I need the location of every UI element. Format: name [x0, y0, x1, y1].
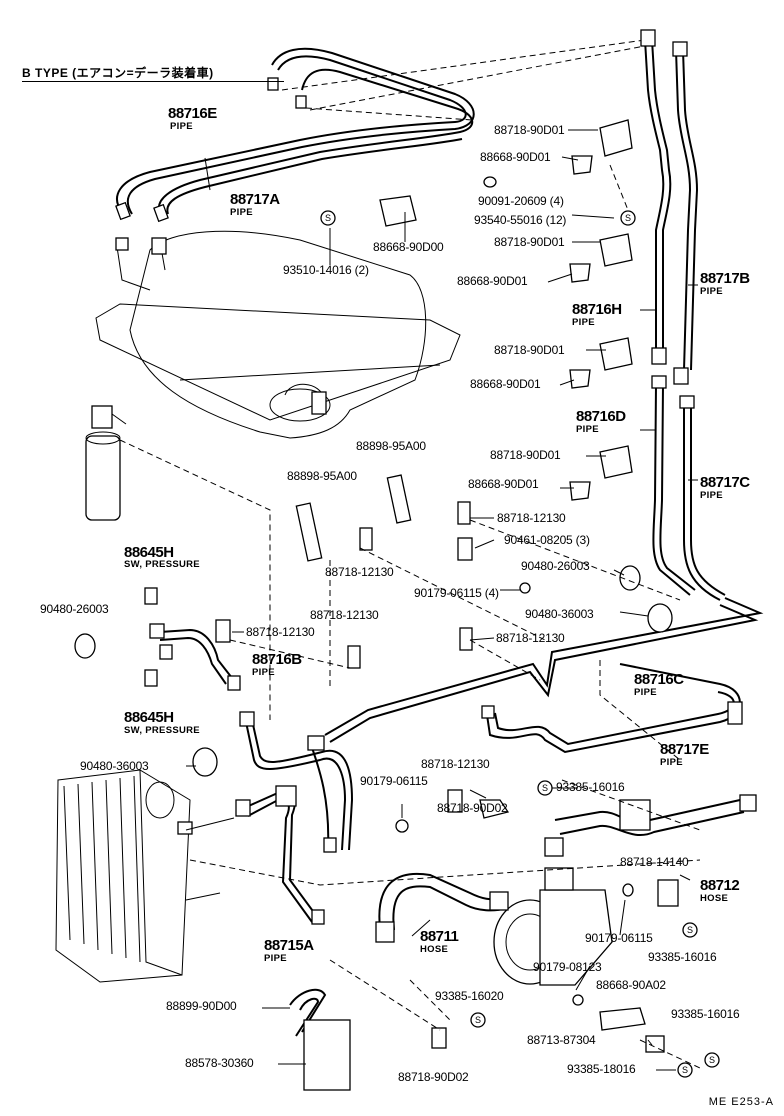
label-88717E-sub: PIPE	[660, 757, 683, 768]
pipe-88717E-drawing	[486, 663, 741, 754]
label-90179-08123: 90179-08123	[533, 960, 602, 974]
label-88645H-b-sub: SW, PRESSURE	[124, 725, 200, 736]
pipe-88716E-drawing	[116, 47, 475, 215]
pipe-88715A-drawing	[243, 790, 319, 923]
label-90091: 90091-20609 (4)	[478, 194, 564, 208]
label-88716E-sub: PIPE	[170, 121, 193, 132]
label-88578-30360: 88578-30360	[185, 1056, 254, 1070]
label-88717B-sub: PIPE	[700, 286, 723, 297]
label-88668-90D01-2: 88668-90D01	[457, 274, 528, 288]
label-88718-90D01-3: 88718-90D01	[494, 343, 565, 357]
label-88718-12130-d: 88718-12130	[246, 625, 315, 639]
label-88716E: 88716E	[168, 105, 217, 122]
symbols-s: S S S S S S S	[320, 210, 720, 1078]
label-88711: 88711	[420, 928, 459, 945]
label-88716D-sub: PIPE	[576, 424, 599, 435]
svg-text:S: S	[475, 1015, 481, 1025]
label-88899-90D00: 88899-90D00	[166, 999, 237, 1013]
label-93385-16020: 93385-16020	[435, 989, 504, 1003]
pressure-switch-lower-drawing	[144, 669, 158, 687]
label-88716D: 88716D	[576, 408, 626, 425]
diagram-code: ME E253-A	[708, 1096, 774, 1108]
pipe-center-drawing	[245, 719, 354, 851]
label-90179-06115-b: 90179-06115	[585, 931, 653, 945]
svg-text:S: S	[542, 783, 548, 793]
label-88718-12130-b: 88718-12130	[325, 565, 394, 579]
svg-text:S: S	[325, 213, 331, 223]
label-88716B-sub: PIPE	[252, 667, 275, 678]
pipe-88716B-drawing	[159, 628, 233, 685]
title-underline	[22, 81, 284, 82]
svg-text:S: S	[625, 213, 631, 223]
label-88717C-sub: PIPE	[700, 490, 723, 501]
label-88716C: 88716C	[634, 671, 684, 688]
label-88718-12130-f: 88718-12130	[421, 757, 490, 771]
pipe-88716C-drawing	[324, 597, 764, 743]
label-90480-26003-r: 90480-26003	[521, 559, 590, 573]
label-88712: 88712	[700, 877, 740, 894]
label-88718-12130-e: 88718-12130	[496, 631, 565, 645]
label-88898-95A00-b: 88898-95A00	[287, 469, 357, 483]
label-88668-90D00: 88668-90D00	[373, 240, 444, 254]
pipe-88716H-88717B-drawing	[644, 39, 699, 371]
label-88717A-sub: PIPE	[230, 207, 253, 218]
label-88718-90D01-2: 88718-90D01	[494, 235, 565, 249]
label-88715A: 88715A	[264, 937, 314, 954]
hose-88712-drawing	[544, 794, 757, 857]
label-88668-90A02: 88668-90A02	[596, 978, 666, 992]
diagram-title: B TYPE (エアコン=デーラ装着車)	[22, 66, 214, 80]
label-93540: 93540-55016 (12)	[474, 213, 567, 227]
cooling-unit-drawing	[95, 230, 461, 439]
label-88668-90D01-1: 88668-90D01	[480, 150, 551, 164]
label-88716B: 88716B	[252, 651, 302, 668]
label-93385-16016-b: 93385-16016	[648, 950, 717, 964]
label-88718-14140: 88718-14140	[620, 855, 689, 869]
label-88716H-sub: PIPE	[572, 317, 595, 328]
label-88712-sub: HOSE	[700, 893, 729, 904]
pipe-88717A-drawing	[158, 68, 474, 215]
hose-88711-drawing	[375, 872, 509, 943]
compressor-drawing	[493, 867, 613, 986]
label-88898-95A00-a: 88898-95A00	[356, 439, 426, 453]
label-90461: 90461-08205 (3)	[504, 533, 590, 547]
label-88717A: 88717A	[230, 191, 280, 208]
label-90480-36003-r: 90480-36003	[525, 607, 594, 621]
label-88717C: 88717C	[700, 474, 750, 491]
label-88718-12130-a: 88718-12130	[497, 511, 566, 525]
label-88717B: 88717B	[700, 270, 750, 287]
svg-text:S: S	[687, 925, 693, 935]
label-88713-87304: 88713-87304	[527, 1033, 596, 1047]
label-88715A-sub: PIPE	[264, 953, 287, 964]
label-88718-90D02-b: 88718-90D02	[398, 1070, 469, 1084]
label-88645H-a-sub: SW, PRESSURE	[124, 559, 200, 570]
condenser-drawing	[55, 769, 235, 983]
label-90179-06115: 90179-06115	[360, 774, 428, 788]
pressure-switch-upper-drawing	[144, 587, 158, 605]
label-93385-18016: 93385-18016	[567, 1062, 636, 1076]
label-88718-90D02-a: 88718-90D02	[437, 801, 508, 815]
label-93385-16016-c: 93385-16016	[671, 1007, 740, 1021]
label-88668-90D01-4: 88668-90D01	[468, 477, 539, 491]
label-88718-12130-c: 88718-12130	[310, 608, 379, 622]
label-90480-36003-l: 90480-36003	[80, 759, 149, 773]
label-93385-16016-a: 93385-16016	[556, 780, 625, 794]
label-88717E: 88717E	[660, 741, 709, 758]
label-88668-90D01-3: 88668-90D01	[470, 377, 541, 391]
receiver-drawing	[85, 405, 127, 521]
label-88645H-b: 88645H	[124, 709, 174, 726]
pipe-88716D-88717C-drawing	[652, 384, 726, 601]
label-88718-90D01-1: 88718-90D01	[494, 123, 565, 137]
label-90179-4: 90179-06115 (4)	[414, 586, 499, 600]
label-90480-26003-l: 90480-26003	[40, 602, 109, 616]
label-88645H-a: 88645H	[124, 544, 174, 561]
label-88716H: 88716H	[572, 301, 622, 318]
label-88716C-sub: PIPE	[634, 687, 657, 698]
svg-text:S: S	[709, 1055, 715, 1065]
label-93510: 93510-14016 (2)	[283, 263, 369, 277]
label-88718-90D01-4: 88718-90D01	[490, 448, 561, 462]
svg-text:S: S	[682, 1065, 688, 1075]
label-88711-sub: HOSE	[420, 944, 449, 955]
